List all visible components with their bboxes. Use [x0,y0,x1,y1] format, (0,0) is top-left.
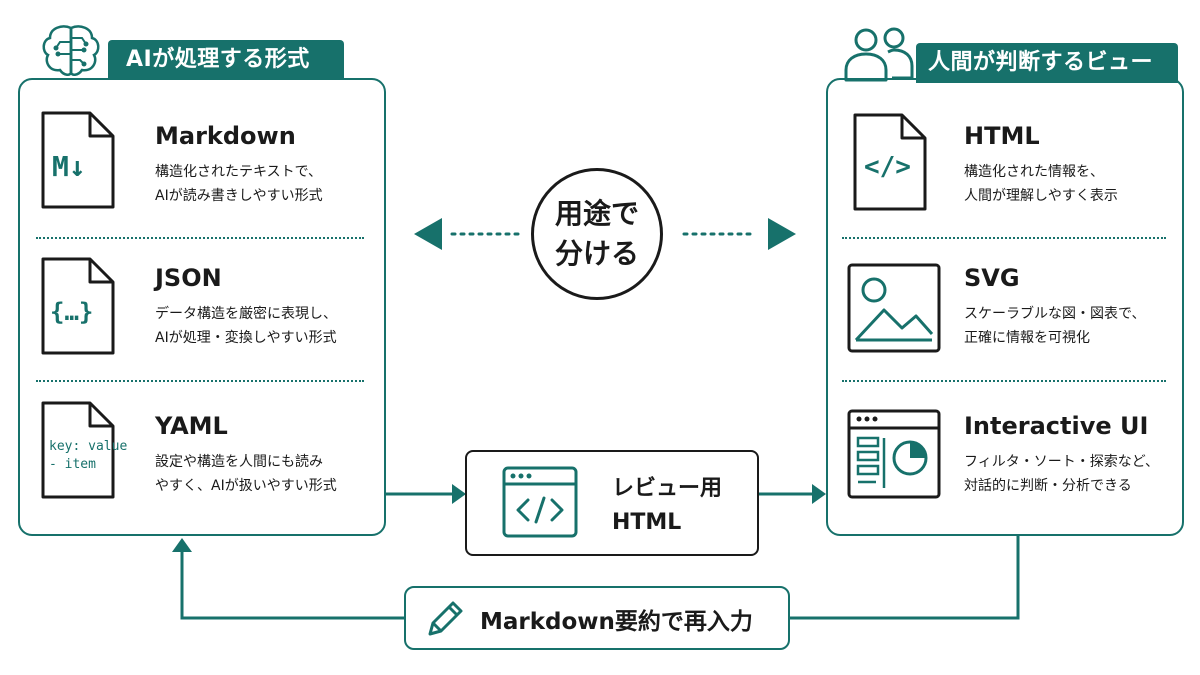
json-desc-line: AIが処理・変換しやすい形式 [155,330,337,346]
ai-formats-tab: AIが処理する形式 [108,40,344,80]
brain-circuit-icon [38,22,104,80]
markdown-desc-line: 構造化されたテキストで、 [155,164,323,180]
pencil-icon [424,596,468,644]
arrowhead-left [414,218,442,250]
markdown-feedback-node [404,586,790,650]
html-desc-line: 構造化された情報を、 [964,164,1104,180]
arrowhead-to-right-panel [812,484,826,504]
yaml-icon-line: key: value [49,439,128,454]
code-window-icon [502,466,578,542]
yaml-desc-line: やすく、AIが扱いやすい形式 [155,478,337,494]
review-html-label: レビュー用 HTML [612,472,722,540]
json-desc: データ構造を厳密に表現し、 AIが処理・変換しやすい形式 [155,302,337,350]
people-icon [842,26,916,86]
feedback-label: Markdown要約で再入力 [480,609,753,635]
svg-desc-line: 正確に情報を可視化 [964,330,1090,346]
yaml-icon-glyph: key: value - item [49,438,127,474]
review-line: HTML [612,510,682,535]
json-icon-glyph: {…} [50,298,94,326]
interactive-ui-desc-line: 対話的に判断・分析できる [964,478,1132,494]
arrowhead-to-review [452,484,466,504]
markdown-desc-line: AIが読み書きしやすい形式 [155,188,323,204]
svg-title: SVG [964,264,1020,292]
svg-desc-line: スケーラブルな図・図表で、 [964,306,1146,322]
markdown-file-icon [40,110,116,214]
human-views-tab: 人間が判断するビュー [916,43,1178,83]
arrowhead-right [768,218,796,250]
yaml-desc: 設定や構造を人間にも読み やすく、AIが扱いやすい形式 [155,450,337,498]
markdown-icon-glyph: M↓ [52,150,86,183]
center-line: 分ける [554,237,639,270]
html-desc: 構造化された情報を、 人間が理解しやすく表示 [964,160,1118,208]
json-title: JSON [155,264,222,292]
center-line: 用途で [554,197,639,230]
html-title: HTML [964,122,1040,150]
html-icon-glyph: </> [864,152,911,182]
divider [842,380,1166,382]
use-case-split-node: 用途で 分ける [531,168,663,300]
yaml-title: YAML [155,412,228,440]
feedback-loop-right [790,532,1020,620]
divider [36,237,364,239]
yaml-file-icon [40,400,116,504]
dashboard-window-icon [846,408,942,504]
image-icon [846,262,942,358]
json-desc-line: データ構造を厳密に表現し、 [155,306,337,322]
markdown-title: Markdown [155,122,296,150]
divider [36,380,364,382]
interactive-ui-title: Interactive UI [964,412,1149,440]
arrowhead-to-left-panel [172,538,192,552]
html-desc-line: 人間が理解しやすく表示 [964,188,1118,204]
interactive-ui-desc: フィルタ・ソート・探索など、 対話的に判断・分析できる [964,450,1159,498]
feedback-loop-left [180,552,404,620]
interactive-ui-desc-line: フィルタ・ソート・探索など、 [964,454,1160,470]
yaml-desc-line: 設定や構造を人間にも読み [155,454,323,470]
html-file-icon [852,112,928,216]
review-line: レビュー用 [612,476,723,501]
yaml-icon-line: - item [49,457,96,472]
divider [842,237,1166,239]
json-file-icon [40,256,116,360]
svg-desc: スケーラブルな図・図表で、 正確に情報を可視化 [964,302,1145,350]
markdown-desc: 構造化されたテキストで、 AIが読み書きしやすい形式 [155,160,323,208]
